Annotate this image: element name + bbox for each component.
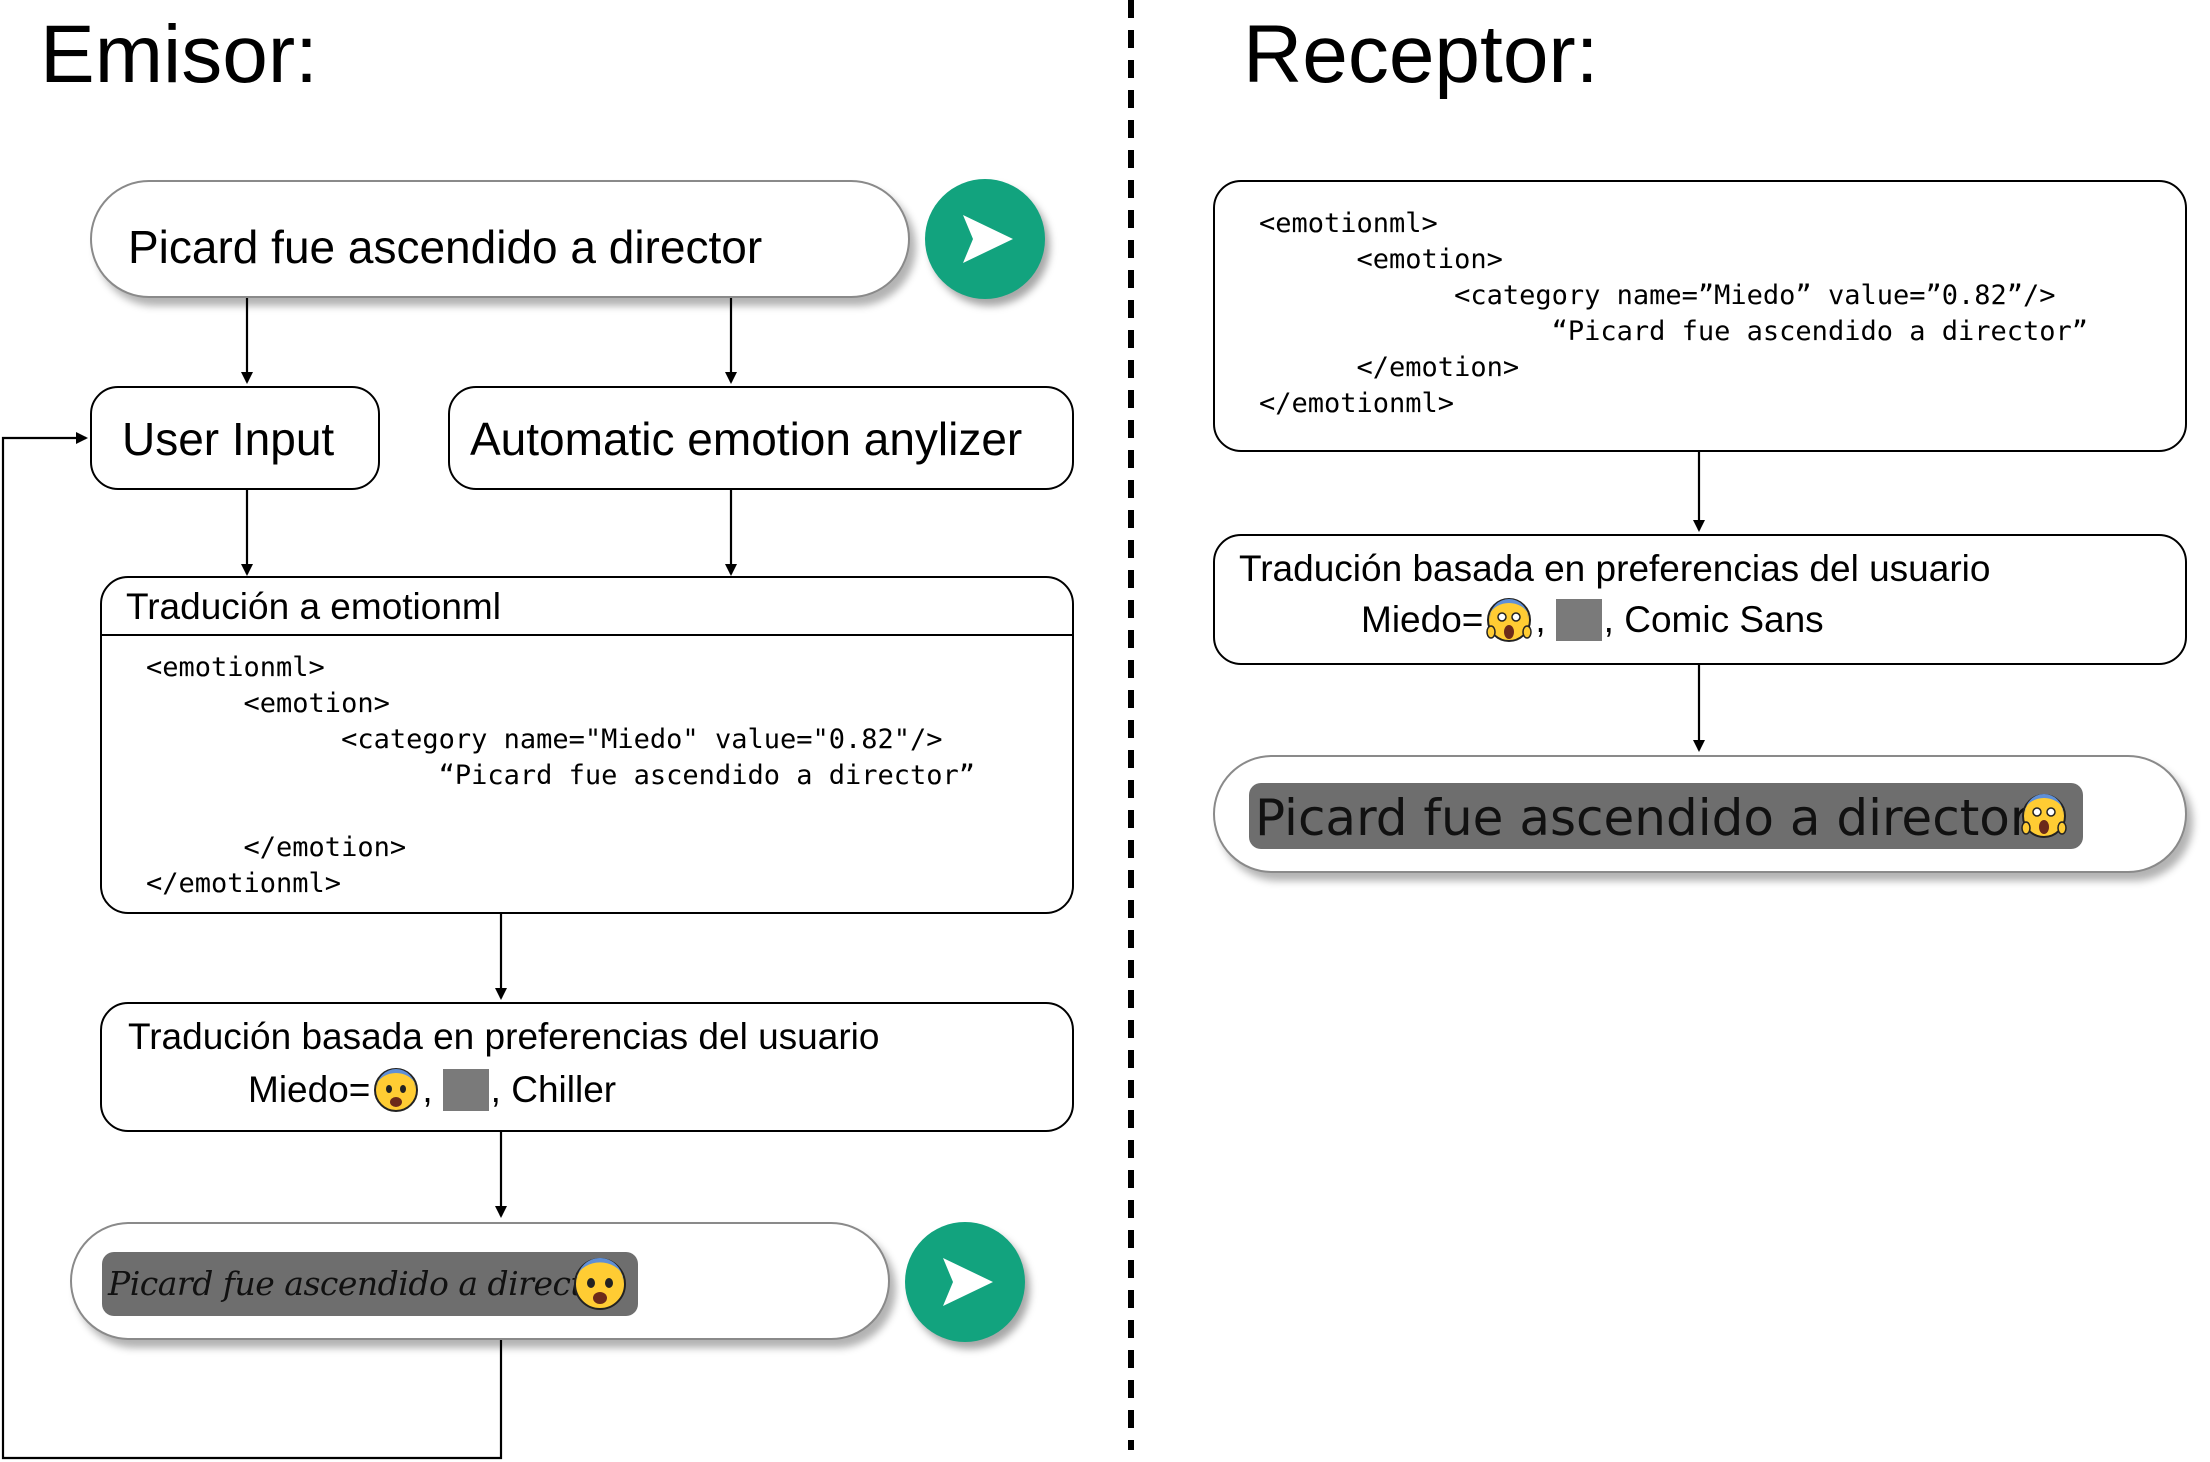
emisor-preferences-mapping: Miedo= , , Chiller: [248, 1066, 616, 1114]
receptor-preferences-mapping: Miedo= , , Comic Sans: [1361, 596, 1824, 644]
emisor-output-send-button[interactable]: [905, 1222, 1025, 1342]
user-input-box: User Input: [90, 386, 380, 490]
emisor-heading: Emisor:: [40, 9, 318, 100]
fearful-face-emoji-icon: [374, 1068, 419, 1112]
emisor-output-text: Picard fue ascendido a director: [108, 1264, 618, 1303]
emotionml-code: <emotionml> <emotion> <category name="Mi…: [146, 652, 976, 899]
receptor-preferences-title: Tradución basada en preferencias del usu…: [1239, 548, 1991, 589]
emisor-output-chip: Picard fue ascendido a director: [102, 1252, 638, 1316]
receptor-mapping-prefix: Miedo=: [1361, 599, 1484, 640]
receptor-output-chip: Picard fue ascendido a director: [1249, 783, 2083, 849]
emisor-message-text: Picard fue ascendido a director: [128, 221, 763, 273]
emotion-analyzer-label: Automatic emotion anylizer: [470, 413, 1023, 465]
screaming-face-emoji-icon: [2021, 794, 2067, 838]
emisor-message-input[interactable]: Picard fue ascendido a director: [90, 180, 910, 298]
receptor-heading: Receptor:: [1243, 9, 1599, 100]
receptor-emotionml-box: <emotionml> <emotion> <category name=”Mi…: [1213, 180, 2187, 452]
receptor-output-message: Picard fue ascendido a director: [1213, 755, 2187, 873]
emotion-analyzer-box: Automatic emotion anylizer: [448, 386, 1074, 490]
send-arrow-icon: [943, 1258, 993, 1306]
emotionml-box-divider: [102, 634, 1072, 636]
emisor-send-button[interactable]: [925, 179, 1045, 299]
emisor-mapping-prefix: Miedo=: [248, 1069, 371, 1110]
emisor-output-message: Picard fue ascendido a director: [70, 1222, 890, 1340]
feedback-loop-arrow: [1, 432, 503, 1460]
fearful-face-emoji-icon: [574, 1258, 626, 1310]
emotionml-box-title: Tradución a emotionml: [126, 586, 501, 627]
font-color-swatch: [442, 1069, 489, 1111]
receptor-preferences-box: Tradución basada en preferencias del usu…: [1213, 534, 2187, 665]
send-arrow-icon: [963, 215, 1013, 263]
emotionml-translation-box: Tradución a emotionml <emotionml> <emoti…: [100, 576, 1074, 914]
receptor-output-text: Picard fue ascendido a director: [1255, 789, 2031, 847]
emisor-preferences-title: Tradución basada en preferencias del usu…: [128, 1016, 880, 1057]
receptor-emotionml-code: <emotionml> <emotion> <category name=”Mi…: [1259, 208, 2089, 419]
emisor-preferences-box: Tradución basada en preferencias del usu…: [100, 1002, 1074, 1132]
user-input-label: User Input: [122, 413, 335, 465]
receptor-mapping-font: , Comic Sans: [1603, 599, 1824, 640]
font-color-swatch: [1555, 599, 1602, 641]
emisor-mapping-font: , Chiller: [490, 1069, 617, 1110]
screaming-face-emoji-icon: [1486, 598, 1533, 642]
